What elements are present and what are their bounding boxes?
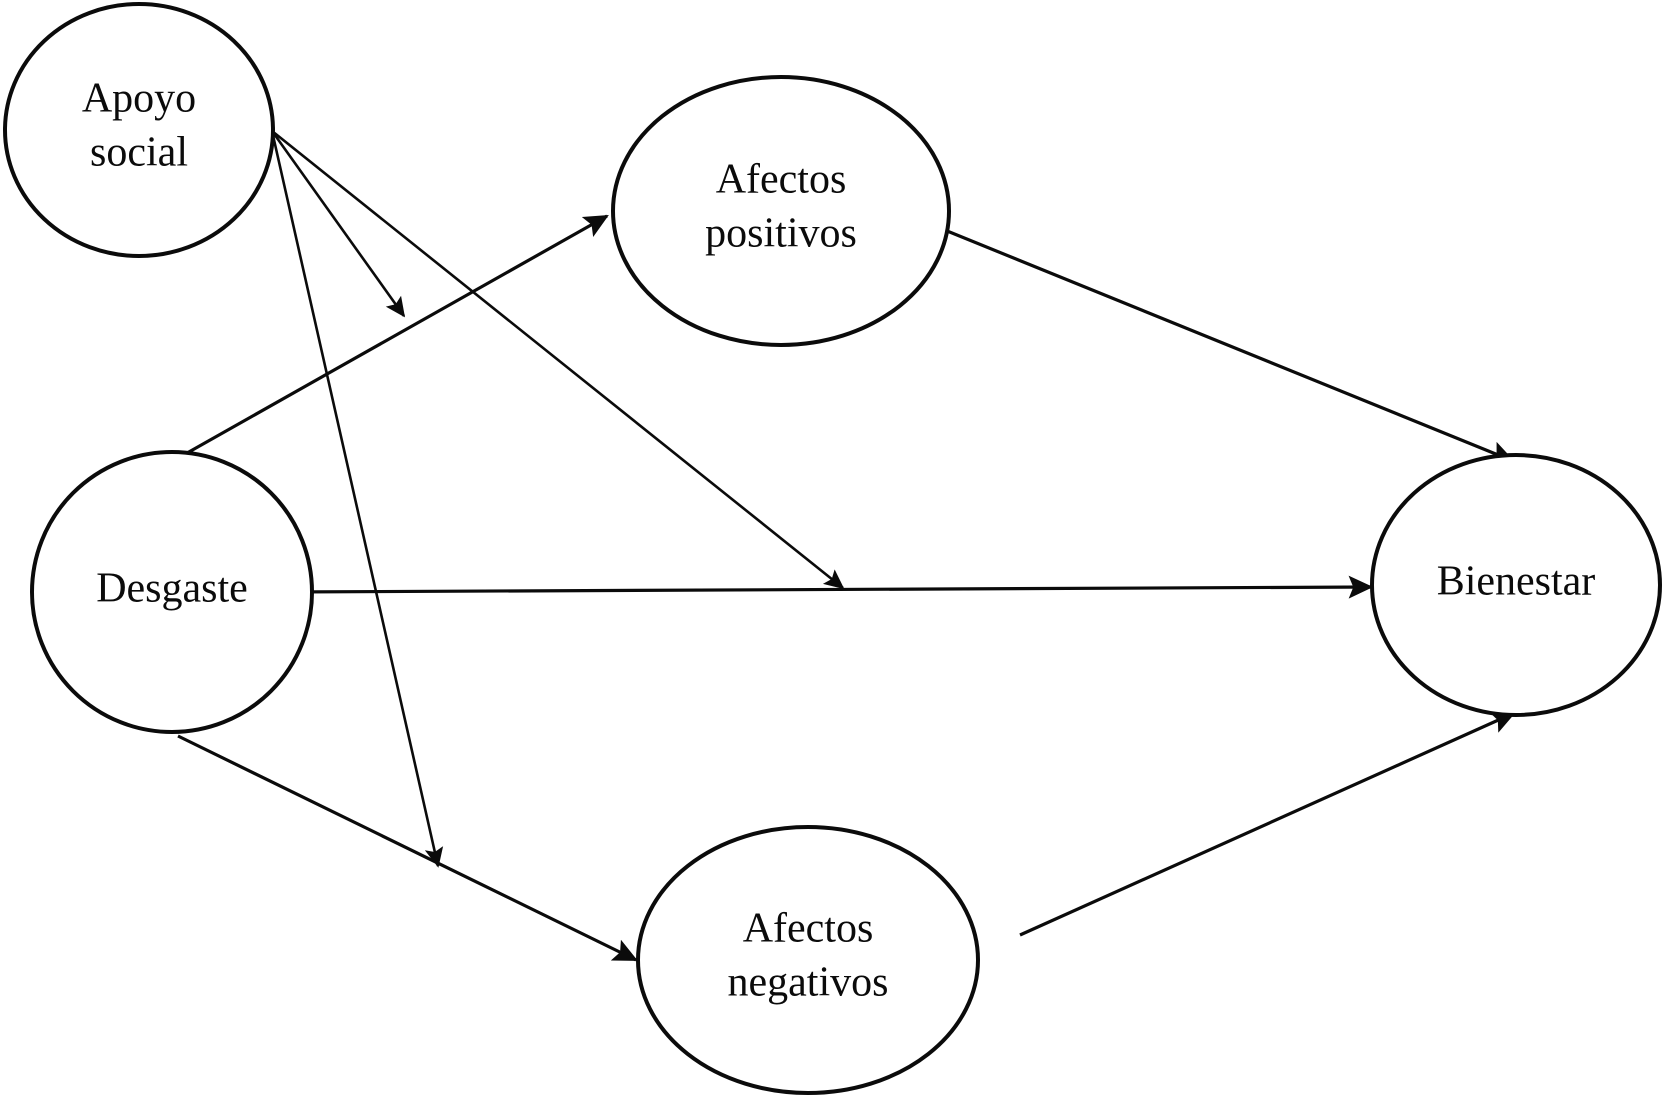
edge-apoyo-social-moderates-desgaste-bienestar xyxy=(271,129,845,590)
afectos-negativos-shape[interactable] xyxy=(636,825,980,1095)
node-afectos-positivos[interactable]: Afectos positivos xyxy=(611,75,951,347)
edges-layer xyxy=(177,129,1516,962)
edge-afectos-positivos-to-bienestar xyxy=(924,220,1515,464)
desgaste-shape[interactable] xyxy=(30,450,314,734)
afectos-negativos-label-line1: Afectos xyxy=(743,906,874,952)
afectos-positivos-label-line1: Afectos xyxy=(716,157,847,203)
edge-desgaste-to-bienestar xyxy=(282,575,1374,599)
afectos-negativos-label-line2: negativos xyxy=(728,960,889,1006)
bienestar-label-line1: Bienestar xyxy=(1437,559,1596,605)
desgaste-label-line1: Desgaste xyxy=(96,566,248,612)
apoyo-social-shape[interactable] xyxy=(3,2,275,258)
edge-desgaste-to-afectos-negativos xyxy=(177,734,638,962)
edge-apoyo-social-moderates-desgaste-afectos-negativos xyxy=(270,130,444,868)
edge-apoyo-social-moderates-desgaste-afectos-positivos xyxy=(270,130,406,318)
edge-desgaste-to-afectos-positivos xyxy=(179,214,609,459)
afectos-positivos-shape[interactable] xyxy=(611,75,951,347)
bienestar-shape[interactable] xyxy=(1370,453,1662,717)
node-afectos-negativos[interactable]: Afectos negativos xyxy=(636,825,980,1095)
edge-afectos-negativos-to-bienestar xyxy=(1019,711,1516,937)
node-apoyo-social[interactable]: Apoyo social xyxy=(3,2,275,258)
node-bienestar[interactable]: Bienestar xyxy=(1370,453,1662,717)
node-desgaste[interactable]: Desgaste xyxy=(30,450,314,734)
apoyo-social-label-line2: social xyxy=(90,130,188,176)
apoyo-social-label-line1: Apoyo xyxy=(82,76,196,122)
nodes-layer: Apoyo social Afectos positivos Desgaste … xyxy=(3,2,1662,1095)
afectos-positivos-label-line2: positivos xyxy=(705,211,857,257)
